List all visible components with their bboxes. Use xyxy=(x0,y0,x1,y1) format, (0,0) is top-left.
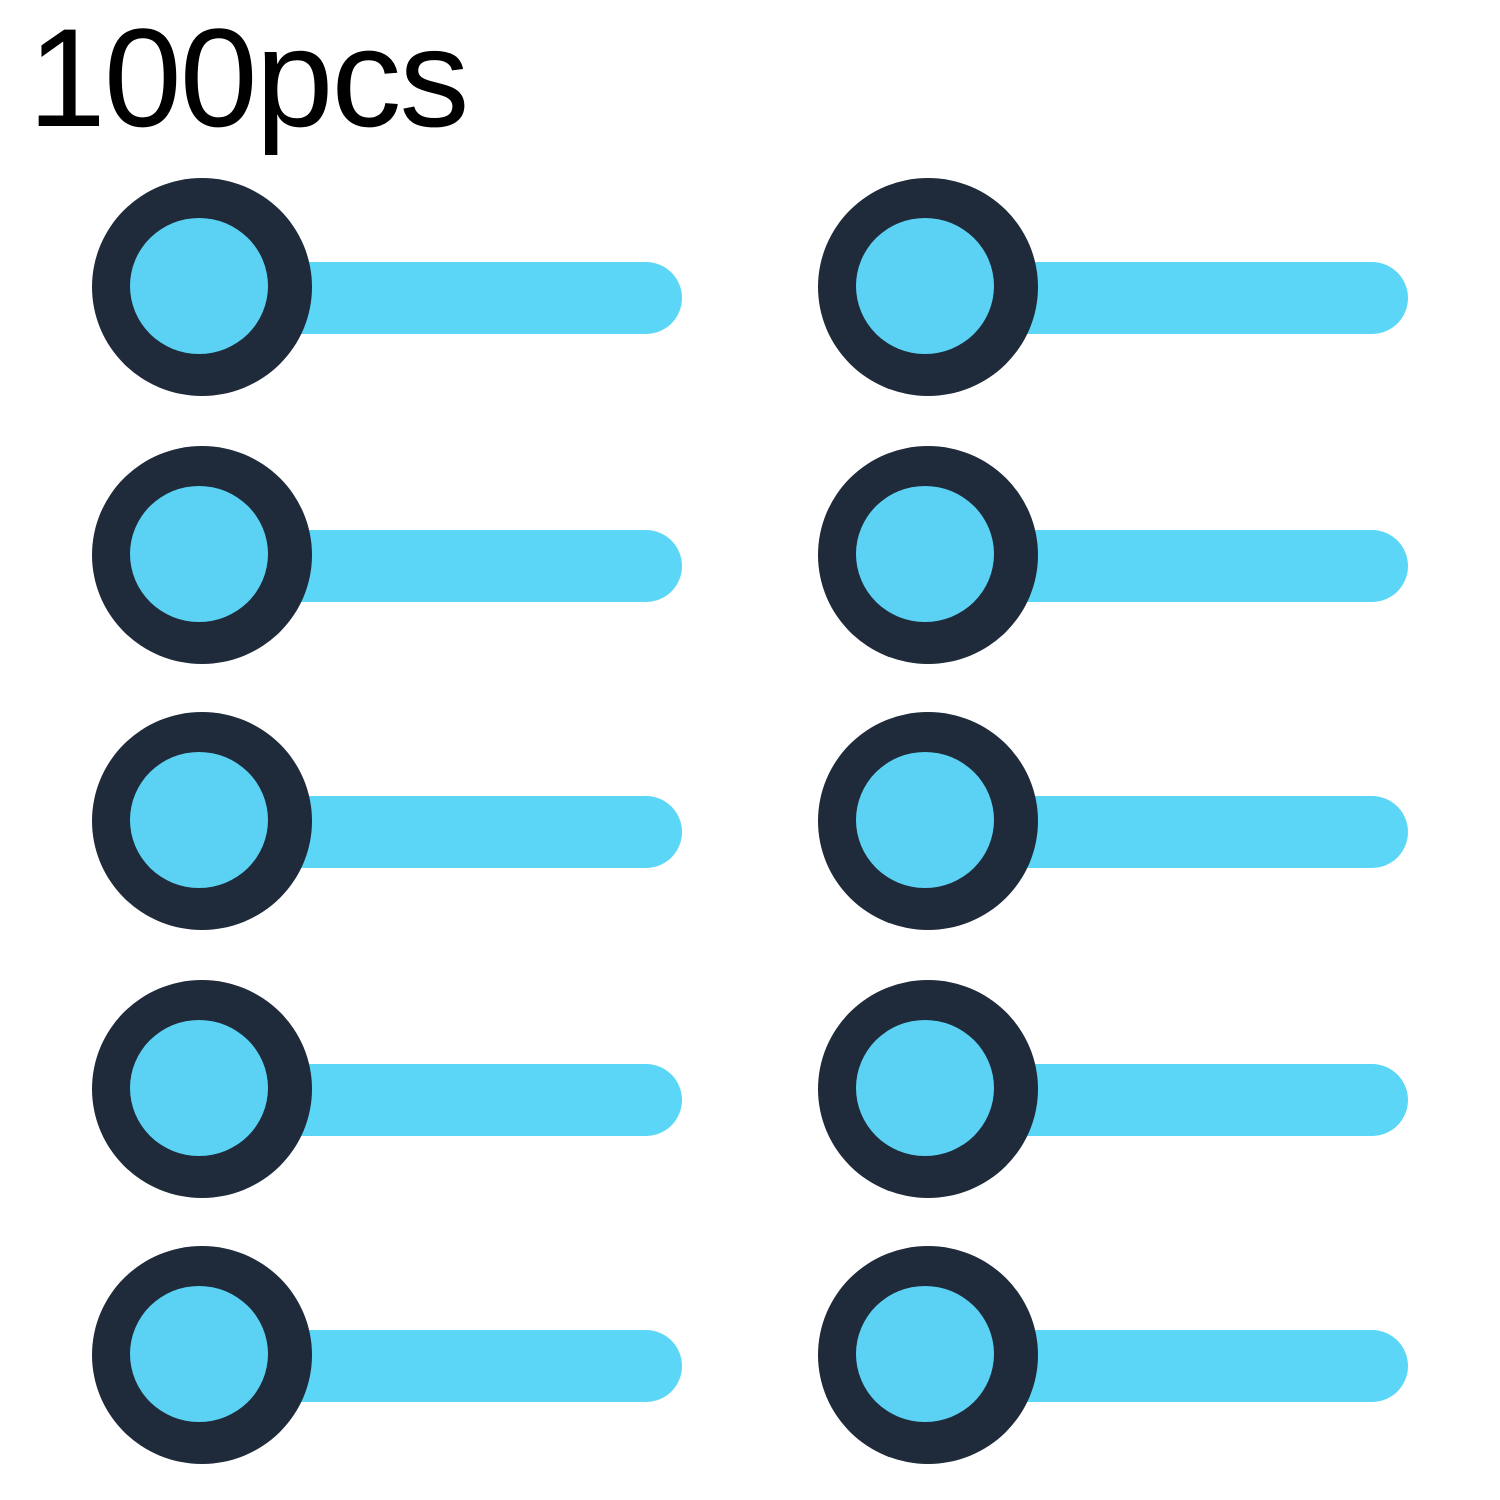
adhesive-ring xyxy=(92,1246,312,1464)
pull-tab xyxy=(292,1064,682,1136)
lens-center xyxy=(130,1020,268,1156)
pull-tab xyxy=(1018,1330,1408,1402)
lens-center xyxy=(130,486,268,622)
lens-center xyxy=(856,1020,994,1156)
pull-tab xyxy=(292,1330,682,1402)
adhesive-ring xyxy=(92,446,312,664)
pull-tab xyxy=(1018,262,1408,334)
adhesive-ring xyxy=(818,178,1038,396)
adhesive-ring xyxy=(818,980,1038,1198)
pull-tab xyxy=(292,796,682,868)
lens-sticker xyxy=(818,1246,1418,1466)
lens-sticker xyxy=(92,1246,692,1466)
quantity-label: 100pcs xyxy=(28,0,469,156)
pull-tab xyxy=(1018,530,1408,602)
lens-center xyxy=(856,486,994,622)
lens-center xyxy=(856,218,994,354)
lens-sticker xyxy=(818,178,1418,398)
lens-center xyxy=(856,752,994,888)
lens-sticker xyxy=(92,446,692,666)
lens-sticker xyxy=(818,446,1418,666)
lens-sticker xyxy=(92,712,692,932)
lens-sticker xyxy=(92,178,692,398)
pull-tab xyxy=(1018,796,1408,868)
adhesive-ring xyxy=(92,712,312,930)
adhesive-ring xyxy=(92,980,312,1198)
lens-sticker xyxy=(92,980,692,1200)
lens-center xyxy=(130,1286,268,1422)
adhesive-ring xyxy=(818,1246,1038,1464)
pull-tab xyxy=(292,530,682,602)
lens-center xyxy=(130,218,268,354)
lens-center xyxy=(856,1286,994,1422)
pull-tab xyxy=(292,262,682,334)
adhesive-ring xyxy=(818,712,1038,930)
pull-tab xyxy=(1018,1064,1408,1136)
adhesive-ring xyxy=(818,446,1038,664)
lens-sticker xyxy=(818,980,1418,1200)
lens-sticker xyxy=(818,712,1418,932)
lens-center xyxy=(130,752,268,888)
adhesive-ring xyxy=(92,178,312,396)
